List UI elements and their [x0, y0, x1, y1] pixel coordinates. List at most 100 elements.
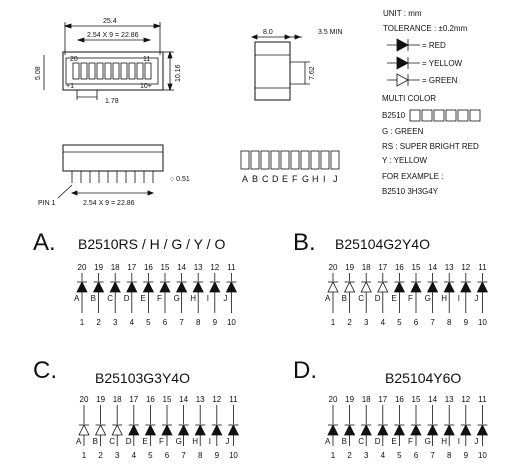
bottom-view — [57, 144, 164, 199]
dim-pin1-label: PIN 1 — [38, 200, 56, 207]
bottom-pin-label: 10 — [478, 318, 487, 327]
panel-d: D.B25104Y6O20A119B218C317D416E515F614G71… — [293, 357, 489, 460]
diode-red-icon — [426, 281, 439, 293]
segment-letter: H — [190, 294, 196, 303]
segment-letter: J — [474, 294, 478, 303]
diode-red-icon — [410, 424, 422, 436]
bottom-pin-label: 5 — [397, 451, 402, 460]
segment-letter: B — [342, 437, 347, 446]
top-pin-label: 12 — [461, 395, 470, 404]
segment-letter: E — [140, 294, 145, 303]
dim-pitch-bottom: 2.54 X 9 = 22.86 — [83, 200, 135, 207]
dim-minlen: 3.5 MIN — [318, 29, 343, 36]
diode-yellow-icon — [128, 424, 140, 436]
segment-letter: F — [408, 437, 413, 446]
dim-height: 10.16 — [175, 64, 182, 82]
diode-red-icon — [227, 424, 240, 436]
panels: A.B2510RS / H / G / Y / O20A119B218C317D… — [33, 229, 489, 460]
legend-multi: MULTI COLOR — [382, 94, 436, 103]
bottom-pin-label: 3 — [364, 451, 369, 460]
segment-letter: B — [93, 437, 98, 446]
top-pin-label: 19 — [345, 395, 354, 404]
bottom-pin-label: 7 — [181, 451, 186, 460]
diode-green-icon — [360, 281, 372, 293]
dim-side: 5.08 — [35, 66, 42, 80]
segment-letter: G — [176, 437, 182, 446]
seg-letter: I — [323, 174, 326, 184]
bottom-pin-label: 8 — [447, 318, 452, 327]
top-pin-label: 17 — [378, 395, 387, 404]
diode-red-icon — [177, 424, 190, 436]
segment-letter: C — [107, 294, 113, 303]
diode-red-icon — [126, 281, 138, 293]
top-pin-label: 11 — [229, 395, 238, 404]
legend-y: Y : YELLOW — [382, 156, 428, 165]
diode-red-icon — [426, 424, 439, 436]
bottom-pin-label: 10 — [227, 318, 236, 327]
bottom-pin-label: 4 — [381, 318, 386, 327]
bottom-pin-label: 7 — [430, 451, 435, 460]
segment-letter: H — [441, 437, 447, 446]
segment-letter: H — [192, 437, 198, 446]
diode-red-icon — [109, 281, 121, 293]
segment-letter: I — [207, 294, 209, 303]
dim-thickness: 7.62 — [309, 66, 316, 80]
segment-letter: A — [325, 294, 331, 303]
seg-letter: J — [333, 174, 338, 184]
top-pin-label: 17 — [129, 395, 138, 404]
top-pin-label: 17 — [378, 263, 387, 272]
diode-green-icon — [111, 424, 123, 436]
bottom-pin-label: 6 — [414, 318, 419, 327]
panel-letter: B. — [293, 229, 316, 256]
side-view — [250, 34, 310, 101]
segment-letter: C — [109, 437, 115, 446]
top-pin-label: 16 — [144, 263, 153, 272]
bottom-pin-label: 4 — [132, 451, 137, 460]
segment-letter: I — [209, 437, 211, 446]
seg-letter: F — [292, 174, 298, 184]
diode-green-icon — [78, 424, 90, 436]
bottom-pin-label: 1 — [80, 318, 85, 327]
legend: UNIT : mm TOLERANCE : ±0.2mm = RED = YEL… — [382, 9, 481, 196]
dim-pitch: 2.54 X 9 = 22.86 — [87, 32, 139, 39]
bottom-pin-label: 1 — [82, 451, 87, 460]
legend-green: = GREEN — [422, 76, 458, 85]
panel-a: A.B2510RS / H / G / Y / O20A119B218C317D… — [33, 229, 238, 327]
diode-red-icon — [194, 424, 206, 436]
top-pin-label: 20 — [329, 395, 338, 404]
bottom-pins — [71, 171, 154, 183]
diode-red-icon — [393, 424, 406, 436]
segment-letter: H — [441, 294, 447, 303]
segment-letter: D — [126, 437, 132, 446]
legend-example-label: FOR EXAMPLE : — [382, 172, 443, 181]
segment-letters: A B C D E F G H I J — [242, 174, 338, 184]
top-pin-label: 13 — [196, 395, 205, 404]
diode-red-icon — [387, 38, 420, 52]
bottom-pin-label: 6 — [165, 451, 170, 460]
seg-letter: E — [282, 174, 288, 184]
diode-red-icon — [76, 281, 88, 293]
bottom-pin-label: 7 — [179, 318, 184, 327]
dim-depth: 8.0 — [263, 29, 273, 36]
front-segments — [72, 62, 152, 80]
top-pin-label: 17 — [127, 263, 136, 272]
top-pin-label: 12 — [212, 395, 221, 404]
segment-letter: J — [225, 437, 229, 446]
segment-letter: A — [76, 437, 82, 446]
diode-red-icon — [211, 424, 223, 436]
segment-letter: D — [375, 294, 381, 303]
panel-letter: A. — [33, 229, 56, 256]
panel-b: B.B25104G2Y4O20A119B218C317D416E515F614G… — [293, 229, 489, 327]
legend-unit: UNIT : mm — [383, 9, 422, 18]
diode-yellow-icon — [377, 424, 389, 436]
segment-letter: F — [408, 294, 413, 303]
diode-yellow-icon — [360, 424, 372, 436]
dim-pin11: 11 — [143, 56, 150, 63]
diode-red-icon — [476, 424, 489, 436]
diode-green-icon — [377, 281, 389, 293]
panel-model: B25104Y6O — [385, 370, 461, 386]
top-pin-label: 16 — [395, 395, 404, 404]
diode-red-icon — [443, 281, 455, 293]
bottom-pin-label: 1 — [331, 451, 336, 460]
segment-letter: D — [375, 437, 381, 446]
